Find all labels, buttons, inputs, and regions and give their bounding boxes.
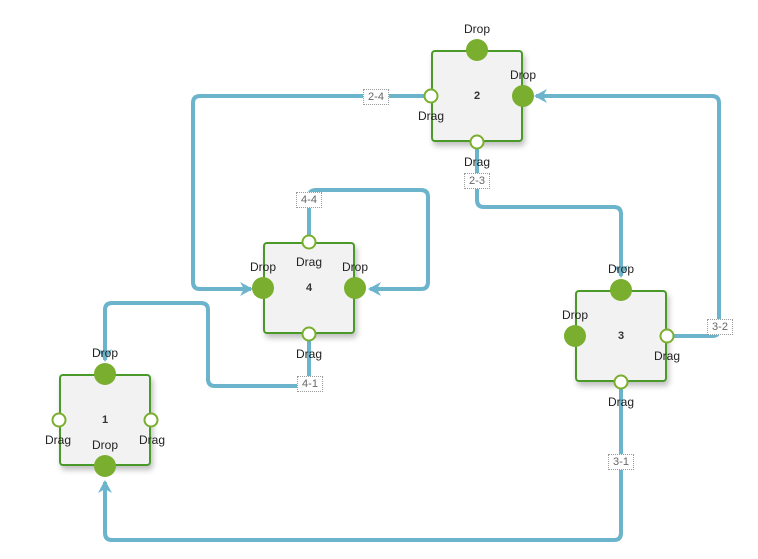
drop-endpoint-label: Drop bbox=[607, 262, 635, 276]
connector-label-2-4[interactable]: 2-4 bbox=[363, 89, 389, 105]
connector-2-3[interactable] bbox=[475, 142, 628, 278]
drop-endpoint-label: Drop bbox=[249, 260, 277, 274]
drop-endpoint-label: Drop bbox=[561, 308, 589, 322]
drag-endpoint-label: Drag bbox=[44, 433, 72, 447]
drop-endpoint-right[interactable] bbox=[344, 277, 366, 299]
connector-label-3-1[interactable]: 3-1 bbox=[608, 454, 634, 470]
node-label: 2 bbox=[473, 90, 481, 102]
node-label: 4 bbox=[305, 282, 313, 294]
node-3[interactable]: 3 bbox=[575, 290, 667, 382]
drag-endpoint-left[interactable] bbox=[51, 412, 67, 428]
drop-endpoint-top[interactable] bbox=[94, 363, 116, 385]
node-label: 3 bbox=[617, 330, 625, 342]
drag-endpoint-bottom[interactable] bbox=[301, 326, 317, 342]
drop-endpoint-left[interactable] bbox=[252, 277, 274, 299]
connector-3-2[interactable] bbox=[534, 89, 721, 338]
drop-endpoint-bottom[interactable] bbox=[94, 455, 116, 477]
drag-endpoint-label: Drag bbox=[653, 349, 681, 363]
drag-endpoint-bottom[interactable] bbox=[613, 374, 629, 390]
drop-endpoint-label: Drop bbox=[91, 346, 119, 360]
drop-endpoint-label: Drop bbox=[341, 260, 369, 274]
drag-endpoint-label: Drag bbox=[463, 155, 491, 169]
connector-label-4-1[interactable]: 4-1 bbox=[297, 376, 323, 392]
drop-endpoint-top[interactable] bbox=[466, 39, 488, 61]
drop-endpoint-label: Drop bbox=[91, 438, 119, 452]
node-2[interactable]: 2 bbox=[431, 50, 523, 142]
drop-endpoint-label: Drop bbox=[509, 68, 537, 82]
drag-endpoint-bottom[interactable] bbox=[469, 134, 485, 150]
connector-label-3-2[interactable]: 3-2 bbox=[707, 319, 733, 335]
drag-endpoint-label: Drag bbox=[295, 255, 323, 269]
drop-endpoint-left[interactable] bbox=[564, 325, 586, 347]
drag-endpoint-top[interactable] bbox=[301, 234, 317, 250]
drag-endpoint-label: Drag bbox=[295, 347, 323, 361]
drag-endpoint-label: Drag bbox=[417, 109, 445, 123]
connector-2-4[interactable] bbox=[191, 94, 431, 296]
node-1[interactable]: 1 bbox=[59, 374, 151, 466]
connector-label-4-4[interactable]: 4-4 bbox=[296, 192, 322, 208]
node-4[interactable]: 4 bbox=[263, 242, 355, 334]
drag-endpoint-label: Drag bbox=[607, 395, 635, 409]
drag-endpoint-left[interactable] bbox=[423, 88, 439, 104]
drop-endpoint-top[interactable] bbox=[610, 279, 632, 301]
drag-endpoint-right[interactable] bbox=[143, 412, 159, 428]
drag-endpoint-label: Drag bbox=[138, 433, 166, 447]
drag-endpoint-right[interactable] bbox=[659, 328, 675, 344]
drop-endpoint-label: Drop bbox=[463, 22, 491, 36]
node-label: 1 bbox=[101, 414, 109, 426]
drop-endpoint-right[interactable] bbox=[512, 85, 534, 107]
connector-label-2-3[interactable]: 2-3 bbox=[464, 173, 490, 189]
connector-3-1[interactable] bbox=[98, 382, 623, 542]
